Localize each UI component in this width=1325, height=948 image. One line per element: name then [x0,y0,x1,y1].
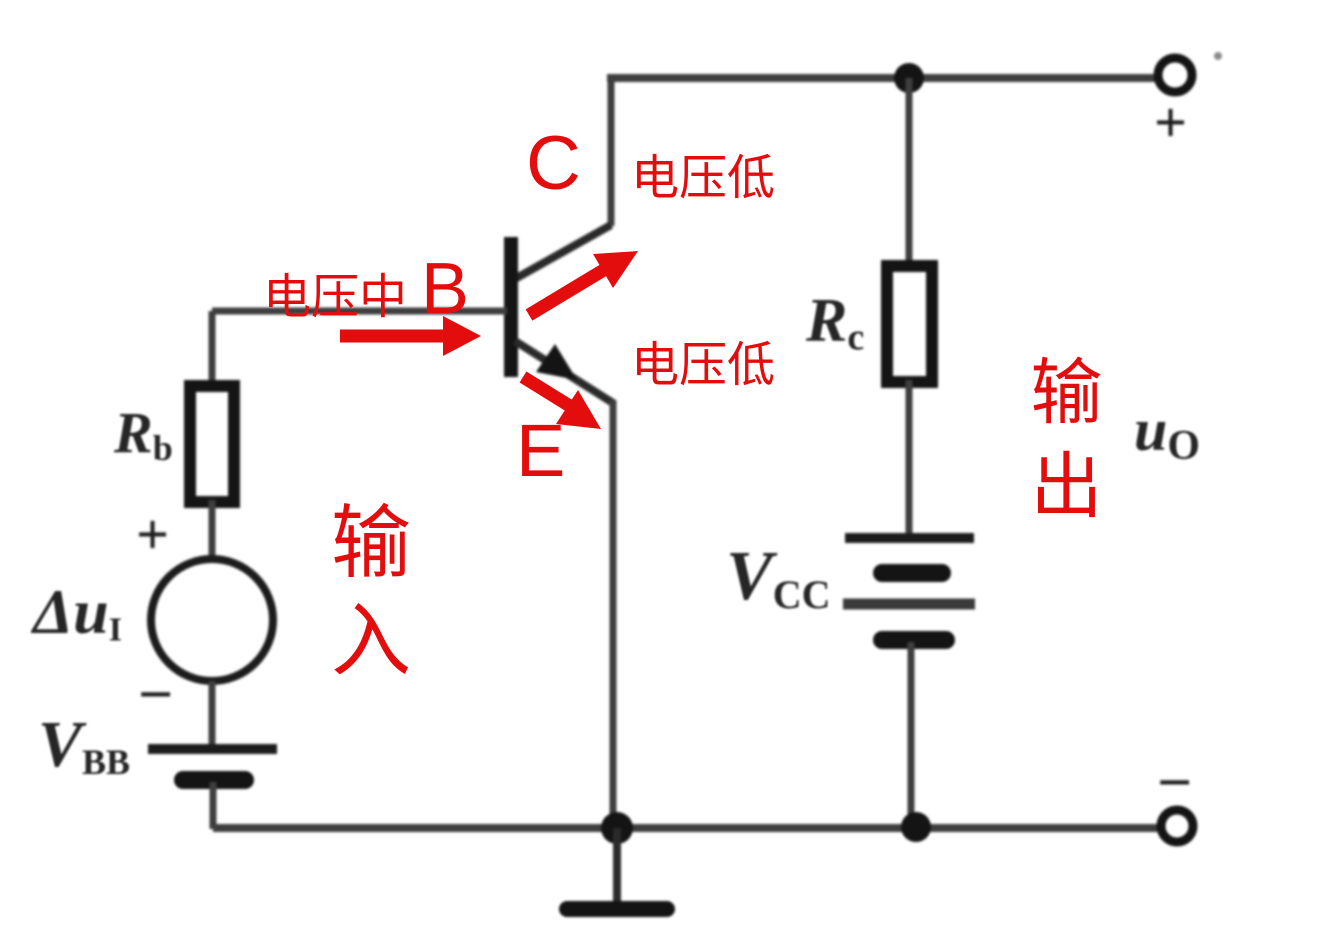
rc-label: Rc [806,287,864,356]
vbb-label: VBB [38,712,130,780]
rb-subscript: b [152,427,173,468]
collector-diagonal-wire [511,221,613,284]
uo-symbol: u [1134,397,1168,463]
input-source-symbol: Δu [33,576,109,647]
scan-speck [1214,52,1222,60]
base-arrow-icon [443,316,481,356]
bottom-junction-dot [901,812,931,842]
rb-symbol: R [114,400,153,465]
emitter-arrowhead-icon [536,344,577,380]
base-annotation-row: 电压中 B [263,253,469,325]
collector-terminal-label: C [526,121,581,206]
input-source-subscript: I [108,611,122,649]
rc-subscript: c [847,316,865,359]
circuit-layer [147,52,1222,917]
emitter-arrow-shaft [519,371,577,414]
output-terminal-plus-circle [1153,53,1197,97]
rb-label: Rb [114,404,173,466]
collector-arrow-icon [593,251,638,288]
vcc-subscript: CC [772,571,831,617]
rb-resistor-body [184,380,240,508]
vcc-label: VCC [726,542,830,615]
rc-symbol: R [806,287,848,355]
input-label: 输入 [320,500,409,696]
source-minus-mark: − [138,661,174,729]
vbb-symbol: V [38,708,83,781]
terminal-plus-mark: + [1154,90,1188,155]
base-terminal-label: B [421,249,470,329]
vbb-subscript: BB [82,741,131,782]
collector-voltage-note: 电压低 [631,152,776,205]
output-voltage-label: uO [1134,397,1200,467]
rc-resistor-body [881,260,938,388]
base-voltage-note: 电压中 [263,271,408,324]
output-terminal-minus-circle [1156,805,1198,847]
emitter-terminal-label: E [516,409,566,492]
source-plus-mark: + [136,502,170,567]
output-label: 输出 [1019,354,1099,542]
emitter-voltage-note: 电压低 [631,339,776,392]
collector-arrow-shaft [525,262,611,321]
emitter-arrow-icon [556,390,601,429]
annotation-arrow-layer [340,251,638,429]
uo-subscript: O [1167,423,1201,470]
input-source-label: ΔuI [33,580,122,647]
terminal-minus-mark: − [1157,749,1193,817]
vcc-symbol: V [726,538,773,615]
